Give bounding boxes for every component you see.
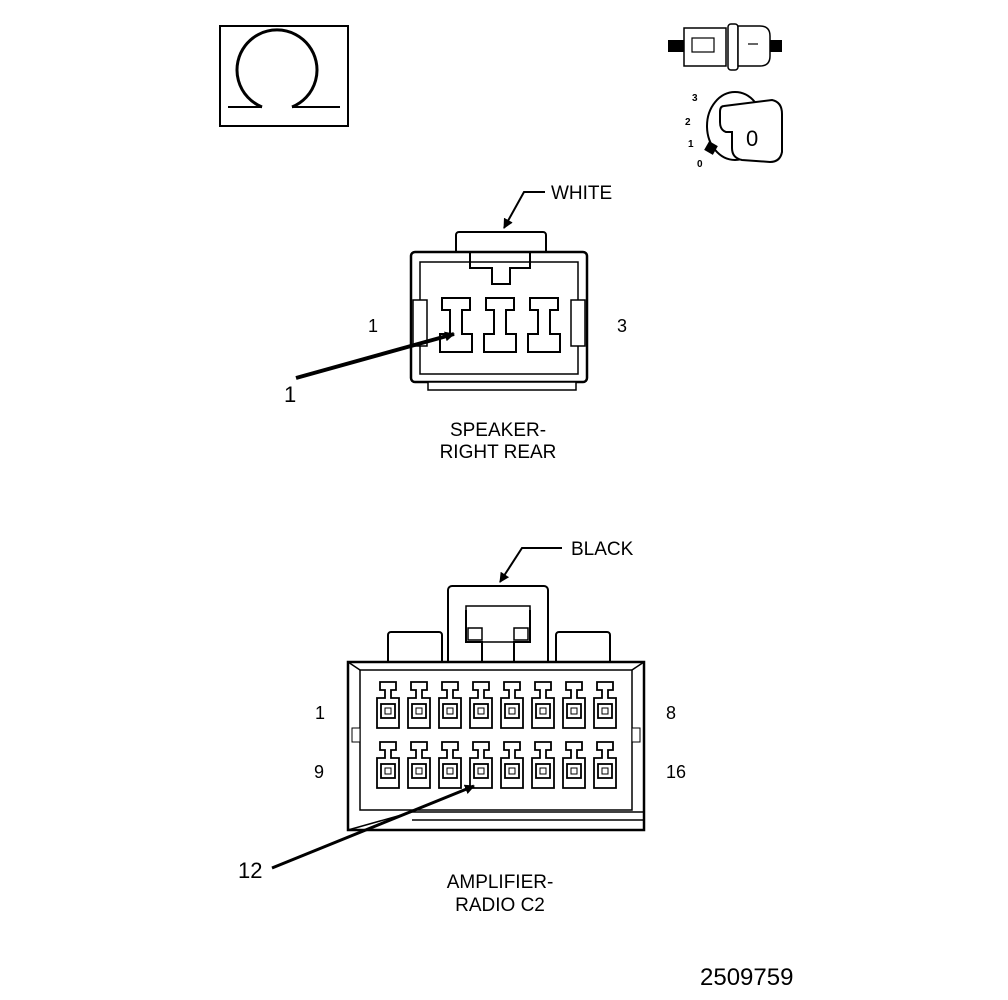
amplifier-terminal-cavity — [376, 741, 400, 789]
connector-icon — [668, 23, 782, 71]
amplifier-name-line2: RADIO C2 — [455, 895, 545, 916]
speaker-pin-left-label: 1 — [368, 316, 378, 336]
amplifier-terminal-cavity — [469, 741, 493, 789]
amplifier-terminal-cavity — [407, 681, 431, 729]
amplifier-pin-9-label: 9 — [314, 762, 324, 782]
amplifier-terminal-cavity — [531, 741, 555, 789]
speaker-terminal-3 — [527, 297, 561, 353]
amplifier-terminal-cavity — [593, 741, 617, 789]
amplifier-callout-label: 12 — [238, 858, 262, 883]
ignition-key-mark: 0 — [746, 126, 758, 151]
speaker-connector: WHITE 1 3 1 SPEAKER- RIGHT REAR — [284, 183, 627, 463]
amplifier-terminal-cavity — [562, 741, 586, 789]
amplifier-terminal-cavity — [562, 681, 586, 729]
ohm-icon — [219, 25, 349, 127]
figure-number: 2509759 — [700, 964, 793, 991]
amplifier-terminal-cavity — [438, 681, 462, 729]
amplifier-terminal-cavity — [500, 741, 524, 789]
ignition-key-icon: 3 2 1 0 0 — [685, 91, 783, 170]
amplifier-terminal-cavity — [531, 681, 555, 729]
amplifier-connector: BLACK 1 8 9 16 12 AMPLIFIER- RADIO C2 — [238, 539, 686, 916]
amplifier-pin-1-label: 1 — [315, 703, 325, 723]
speaker-terminal-2 — [483, 297, 517, 353]
amplifier-pin-16-label: 16 — [666, 762, 686, 782]
amplifier-pin-8-label: 8 — [666, 703, 676, 723]
amplifier-terminal-cavity — [376, 681, 400, 729]
amplifier-terminal-cavity — [438, 741, 462, 789]
speaker-name-line1: SPEAKER- — [450, 420, 546, 441]
ignition-position-2: 2 — [685, 117, 691, 128]
amplifier-name-line1: AMPLIFIER- — [447, 872, 554, 893]
speaker-name-line2: RIGHT REAR — [440, 442, 557, 463]
ignition-position-0: 0 — [697, 159, 703, 170]
ignition-position-3: 3 — [692, 93, 698, 104]
speaker-callout-label: 1 — [284, 382, 296, 407]
speaker-color-label: WHITE — [551, 183, 612, 204]
amplifier-terminal-grid — [376, 681, 617, 789]
amplifier-terminal-cavity — [593, 681, 617, 729]
amplifier-terminal-cavity — [469, 681, 493, 729]
ignition-position-1: 1 — [688, 139, 694, 150]
amplifier-terminal-cavity — [407, 741, 431, 789]
speaker-pin-right-label: 3 — [617, 316, 627, 336]
amplifier-terminal-cavity — [500, 681, 524, 729]
amplifier-color-label: BLACK — [571, 539, 634, 560]
